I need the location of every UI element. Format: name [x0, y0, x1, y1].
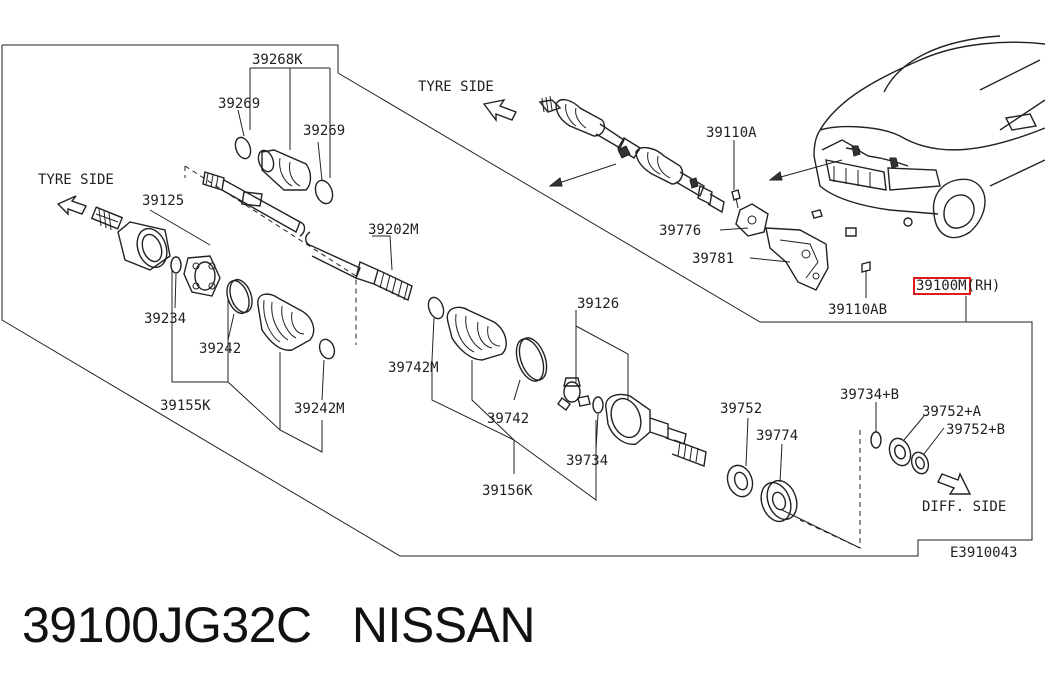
caption-brand: NISSAN: [351, 597, 536, 653]
circlip-39734: [592, 396, 604, 414]
label-39156k: 39156K: [482, 483, 533, 499]
circlip-39234: [170, 256, 182, 274]
label-39202m: 39202M: [368, 222, 419, 238]
label-39752b: 39752+B: [946, 422, 1005, 438]
oil-seal-39752: [726, 464, 754, 498]
inner-joint-housing: [605, 393, 707, 467]
caption: 39100JG32C NISSAN: [22, 596, 536, 654]
arrow-pointer-lines: [548, 159, 843, 187]
caption-part-number: 39100JG32C: [22, 597, 312, 653]
inner-boot: [446, 306, 507, 361]
label-39234: 39234: [144, 311, 186, 327]
bearing-cage: [183, 255, 221, 297]
highlight-part-number: 39100: [916, 278, 958, 294]
label-39269-right: 39269: [303, 123, 345, 139]
band-39742: [515, 337, 548, 382]
label-39155k: 39155K: [160, 398, 211, 414]
bracket-39781: [765, 227, 829, 291]
outer-cv-joint: [90, 206, 171, 271]
diff-dashline: [799, 430, 861, 549]
bracket-39776: [735, 203, 769, 237]
assembled-driveshaft: [538, 95, 725, 214]
outer-boot: [257, 293, 315, 351]
label-tyre-side-left: TYRE SIDE: [38, 172, 114, 188]
band-39742m: [427, 296, 445, 320]
label-tyre-side-top: TYRE SIDE: [418, 79, 494, 95]
label-39752a: 39752+A: [922, 404, 982, 420]
bolts: [719, 140, 871, 298]
arrow-diff-side: [937, 472, 972, 495]
tripod-39126: [557, 377, 591, 412]
boot-39268k: [257, 149, 312, 191]
label-39752: 39752: [720, 401, 762, 417]
band-39269-left: [234, 136, 252, 160]
label-39242: 39242: [199, 341, 241, 357]
label-39776: 39776: [659, 223, 701, 239]
caption-gap: [312, 597, 352, 653]
seal-39752a: [888, 437, 912, 467]
label-39742m: 39742M: [388, 360, 439, 376]
label-39269-left: 39269: [218, 96, 260, 112]
label-39110ab: 39110AB: [828, 302, 887, 318]
diagram-frame: [1, 44, 1033, 557]
figure-code: E3910043: [950, 545, 1017, 561]
leader-lines: [149, 67, 945, 549]
seal-39752b: [910, 451, 930, 475]
label-39125: 39125: [142, 193, 184, 209]
label-39742: 39742: [487, 411, 529, 427]
label-39774: 39774: [756, 428, 798, 444]
bearing-39774: [760, 479, 798, 523]
arrow-tyre-side-top: [482, 98, 517, 123]
small-band-39242m: [318, 338, 336, 360]
car-illustration: [813, 35, 1045, 239]
arrow-tyre-side-left: [56, 195, 87, 216]
label-39268k: 39268K: [252, 52, 303, 68]
label-39110a: 39110A: [706, 125, 757, 141]
band-39269-right: [314, 179, 334, 205]
label-39242m: 39242M: [294, 401, 345, 417]
label-39734b: 39734+B: [840, 387, 899, 403]
label-39100m-rh: 39100M(RH): [916, 278, 1000, 294]
label-39781: 39781: [692, 251, 734, 267]
kit-39155k-dashline: [184, 165, 357, 345]
label-diff-side: DIFF. SIDE: [922, 499, 1006, 515]
circlip-39734b: [870, 431, 882, 449]
drive-shaft: [202, 171, 413, 301]
boot-band-39242: [226, 278, 253, 315]
highlight-suffix: M(RH): [958, 278, 1000, 294]
label-39126: 39126: [577, 296, 619, 312]
highlight-box: [913, 277, 971, 295]
label-39734: 39734: [566, 453, 608, 469]
